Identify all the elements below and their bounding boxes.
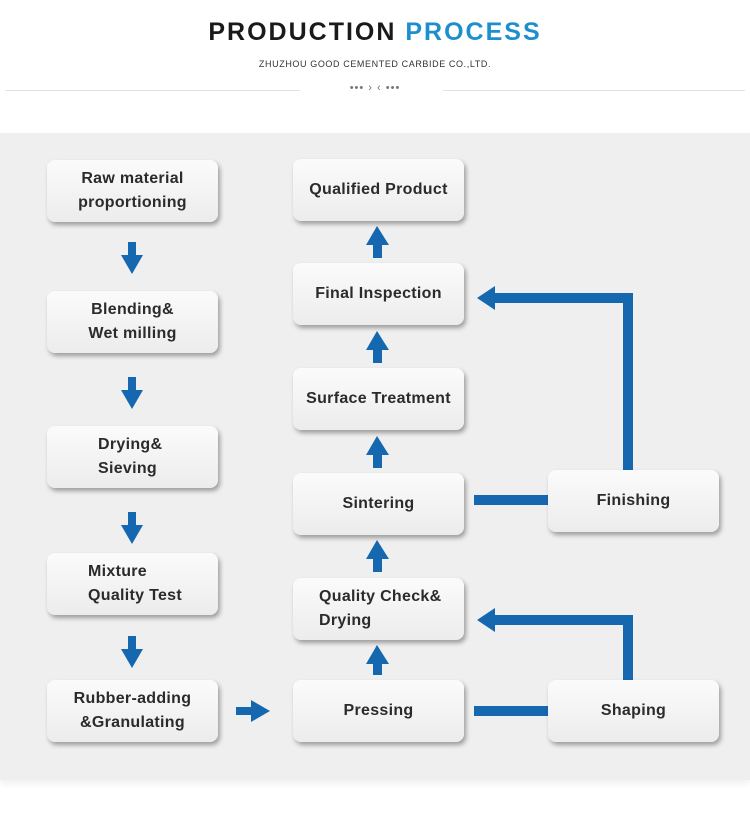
divider-left: [5, 90, 300, 91]
step-pressing-label: Pressing: [343, 702, 414, 719]
step-blending: Blending& Wet milling: [47, 291, 218, 353]
step-drying-sieving-label: Drying& Sieving: [98, 436, 163, 477]
step-mixture-test: Mixture Quality Test: [47, 553, 218, 615]
step-shaping: Shaping: [548, 680, 719, 742]
arrow-up-3: [366, 436, 389, 468]
arrow-down-2: [121, 377, 143, 409]
step-raw-material-label: Raw material proportioning: [78, 170, 187, 211]
arrow-down-3: [121, 512, 143, 544]
step-final-inspection: Final Inspection: [293, 263, 464, 325]
arrow-up-2: [366, 540, 389, 572]
step-sintering: Sintering: [293, 473, 464, 535]
arrow-shaping-to-quality-check: [477, 608, 633, 680]
arrow-finishing-to-final-inspection: [477, 286, 633, 470]
arrow-up-5: [366, 226, 389, 258]
company-subtitle: ZHUZHOU GOOD CEMENTED CARBIDE CO.,LTD.: [258, 59, 492, 69]
step-raw-material: Raw material proportioning: [47, 160, 218, 222]
step-sintering-label: Sintering: [342, 495, 415, 512]
step-blending-label: Blending& Wet milling: [88, 301, 177, 342]
divider-ornament: ••• › ‹ •••: [349, 82, 401, 94]
arrow-up-1: [366, 645, 389, 675]
step-rubber-adding: Rubber-adding &Granulating: [47, 680, 218, 742]
step-finishing-label: Finishing: [596, 492, 671, 509]
step-finishing: Finishing: [548, 470, 719, 532]
step-mixture-test-label: Mixture Quality Test: [88, 563, 182, 604]
step-surface-treatment: Surface Treatment: [293, 368, 464, 430]
step-qualified-product-label: Qualified Product: [309, 181, 448, 198]
title-accent: PROCESS: [405, 18, 542, 46]
arrow-down-4: [121, 636, 143, 668]
step-rubber-adding-label: Rubber-adding &Granulating: [73, 690, 192, 731]
step-shaping-label: Shaping: [600, 702, 667, 719]
step-final-inspection-label: Final Inspection: [315, 285, 442, 302]
step-qualified-product: Qualified Product: [293, 159, 464, 221]
arrow-up-4: [366, 331, 389, 363]
step-quality-check: Quality Check& Drying: [293, 578, 464, 640]
connector-pressing-shaping: [474, 706, 549, 716]
step-drying-sieving: Drying& Sieving: [47, 426, 218, 488]
page-title: PRODUCTION PROCESS: [0, 18, 750, 47]
step-surface-treatment-label: Surface Treatment: [306, 390, 451, 407]
title-main: PRODUCTION: [208, 18, 397, 46]
connector-sintering-finishing: [474, 495, 549, 505]
step-pressing: Pressing: [293, 680, 464, 742]
step-quality-check-label: Quality Check& Drying: [319, 588, 442, 629]
divider-right: [443, 90, 745, 91]
arrow-right-to-pressing: [236, 700, 270, 722]
arrow-down-1: [121, 242, 143, 274]
